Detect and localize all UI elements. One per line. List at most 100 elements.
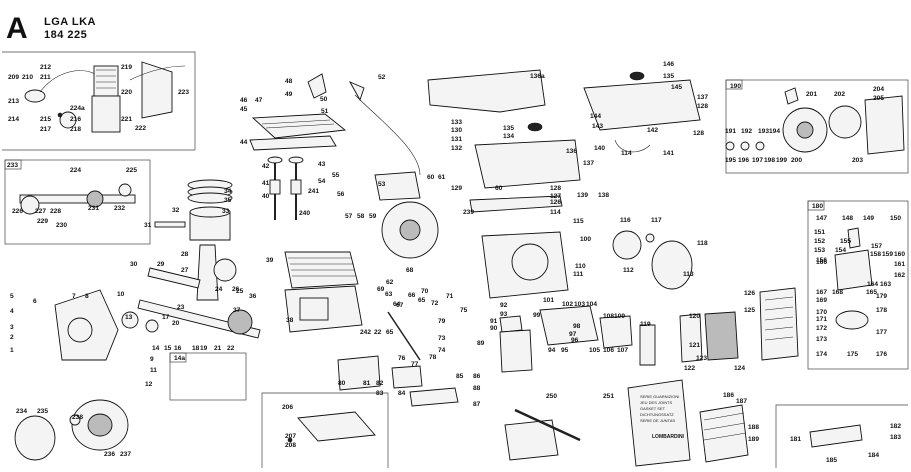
part-callout-32: 32 xyxy=(172,207,180,214)
part-callout-119: 119 xyxy=(640,321,651,328)
part-callout-240: 240 xyxy=(299,210,310,217)
part-callout-211: 211 xyxy=(40,74,51,81)
part-callout-152: 152 xyxy=(814,238,825,245)
valve-spring-1 xyxy=(269,179,281,195)
part-callout-80: 80 xyxy=(338,380,346,387)
part-callout-63: 63 xyxy=(385,291,393,298)
frame-14a-box xyxy=(169,352,247,401)
part-callout-24: 24 xyxy=(215,286,223,293)
part-callout-39: 39 xyxy=(266,257,274,264)
part-callout-130: 130 xyxy=(451,127,462,134)
part-callout-81: 81 xyxy=(363,380,371,387)
part-callout-52: 52 xyxy=(378,74,386,81)
part-callout-17: 17 xyxy=(162,314,170,321)
part-callout-50: 50 xyxy=(320,96,328,103)
part-callout-99: 99 xyxy=(533,312,541,319)
part-callout-74: 74 xyxy=(438,347,446,354)
part-callout-198: 198 xyxy=(764,157,775,164)
tank-cap xyxy=(527,122,543,132)
part-callout-230: 230 xyxy=(56,222,67,229)
part-callout-82: 82 xyxy=(376,380,384,387)
part-callout-166: 166 xyxy=(816,259,827,266)
part-callout-158: 158 xyxy=(870,251,881,258)
part-callout-122: 122 xyxy=(684,365,695,372)
part-callout-92: 92 xyxy=(500,302,508,309)
part-callout-88: 88 xyxy=(473,385,481,392)
part-callout-3: 3 xyxy=(10,324,14,331)
governor-washer xyxy=(118,183,132,197)
part-callout-85: 85 xyxy=(456,373,464,380)
part-callout-186: 186 xyxy=(723,392,734,399)
part-callout-241: 241 xyxy=(308,188,319,195)
crankcase-window xyxy=(299,297,329,321)
part-callout-48: 48 xyxy=(285,78,293,85)
part-callout-68: 68 xyxy=(406,267,414,274)
tools-group xyxy=(504,379,691,467)
part-callout-181: 181 xyxy=(790,436,801,443)
part-callout-129: 129 xyxy=(451,185,462,192)
piston-group xyxy=(154,179,233,301)
part-callout-192: 192 xyxy=(741,128,752,135)
part-callout-220: 220 xyxy=(121,89,132,96)
part-callout-44: 44 xyxy=(240,139,248,146)
part-callout-46: 46 xyxy=(240,97,248,104)
blower-housing-group xyxy=(481,230,693,299)
part-callout-171: 171 xyxy=(816,316,827,323)
gasket-card-text: SERIE GUARNIZIONI JEU DES JOINTS GASKET … xyxy=(640,394,685,440)
part-callout-172: 172 xyxy=(816,325,827,332)
part-callout-33: 33 xyxy=(222,208,230,215)
part-callout-123: 123 xyxy=(696,355,707,362)
part-callout-47: 47 xyxy=(255,97,263,104)
part-callout-143: 143 xyxy=(592,123,603,130)
part-callout-235: 235 xyxy=(37,408,48,415)
part-callout-107: 107 xyxy=(617,347,628,354)
starter-hub-190 xyxy=(796,121,814,139)
part-callout-55: 55 xyxy=(332,172,340,179)
part-callout-164: 164 xyxy=(867,281,878,288)
cylinder-head-group xyxy=(249,73,365,220)
carburetor xyxy=(539,305,599,346)
crank-counterweight xyxy=(213,258,237,282)
throttle-shaft xyxy=(847,227,861,249)
part-callout-175: 175 xyxy=(847,351,858,358)
part-callout-19: 19 xyxy=(200,345,208,352)
cylinder-fins xyxy=(288,257,356,277)
base-screw xyxy=(287,437,293,443)
part-callout-225: 225 xyxy=(126,167,137,174)
part-callout-8: 8 xyxy=(85,293,89,300)
carb-gasket xyxy=(499,315,523,333)
part-callout-232: 232 xyxy=(114,205,125,212)
part-callout-71: 71 xyxy=(446,293,454,300)
part-callout-133: 133 xyxy=(451,119,462,126)
part-callout-12: 12 xyxy=(145,381,153,388)
part-callout-28: 28 xyxy=(181,251,189,258)
recoil-spring xyxy=(828,105,862,139)
tank-bracket xyxy=(469,195,563,213)
part-callout-22: 22 xyxy=(227,345,235,352)
part-callout-141: 141 xyxy=(663,150,674,157)
part-callout-115: 115 xyxy=(573,218,584,225)
air-filter-foam xyxy=(699,404,749,463)
part-callout-36: 36 xyxy=(249,293,257,300)
float-bowl xyxy=(835,310,869,330)
fuel-tank-upper xyxy=(427,69,546,113)
section-letter: A xyxy=(6,12,28,45)
part-callout-137: 137 xyxy=(583,160,594,167)
flywheel-main xyxy=(354,94,439,259)
air-filter-foam-lines xyxy=(703,412,747,441)
part-callout-102: 102 xyxy=(562,301,573,308)
part-callout-77: 77 xyxy=(411,361,419,368)
part-callout-162: 162 xyxy=(894,272,905,279)
part-callout-209: 209 xyxy=(8,74,19,81)
part-callout-131: 131 xyxy=(451,136,462,143)
part-callout-201: 201 xyxy=(806,91,817,98)
part-callout-154: 154 xyxy=(835,247,846,254)
part-callout-66: 66 xyxy=(408,292,416,299)
part-callout-214: 214 xyxy=(8,116,19,123)
part-callout-2: 2 xyxy=(10,334,14,341)
part-callout-90: 90 xyxy=(490,325,498,332)
part-callout-97: 97 xyxy=(569,331,577,338)
part-callout-73: 73 xyxy=(438,335,446,342)
flywheel-hub xyxy=(87,413,113,437)
part-callout-38: 38 xyxy=(286,317,294,324)
